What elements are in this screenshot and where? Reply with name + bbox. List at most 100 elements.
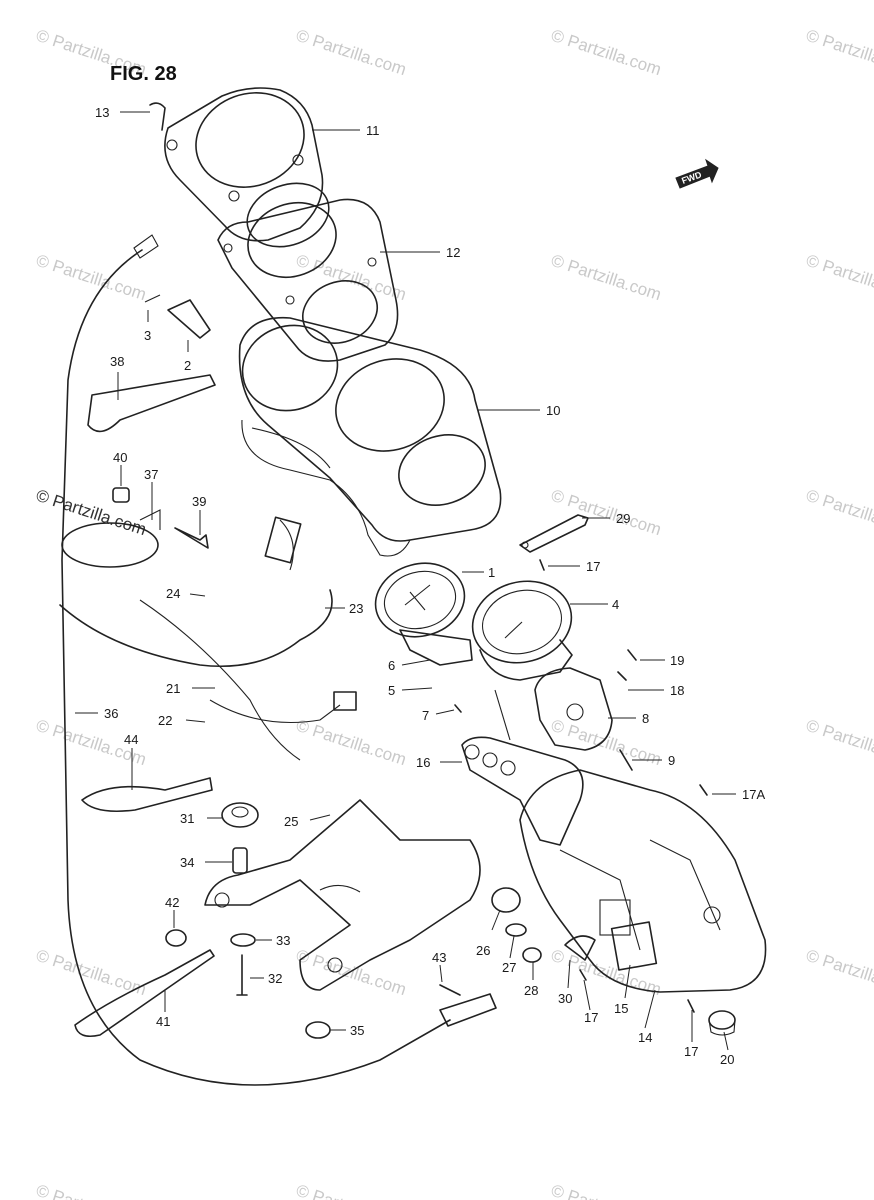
- indicator-plate: [461, 736, 584, 846]
- callout-25: 25: [284, 814, 298, 829]
- watermark: © Partzilla.com: [804, 26, 874, 79]
- callout-4: 4: [612, 597, 619, 612]
- callout-22: 22: [158, 713, 172, 728]
- watermark: © Partzilla.com: [549, 1181, 664, 1200]
- callout-31: 31: [180, 811, 194, 826]
- callout-38: 38: [110, 354, 124, 369]
- part-drawings: [59, 87, 767, 1086]
- callout-39: 39: [192, 494, 206, 509]
- callout-14: 14: [638, 1030, 652, 1045]
- callout-1: 1: [488, 565, 495, 580]
- callout-33: 33: [276, 933, 290, 948]
- callout-12: 12: [446, 245, 460, 260]
- spacer: [232, 847, 248, 874]
- screw: [149, 102, 166, 131]
- nut: [165, 929, 187, 947]
- tachometer-unit: [374, 562, 473, 666]
- screw: [454, 704, 462, 713]
- cable-fitting: [144, 294, 211, 339]
- callout-42: 42: [165, 895, 179, 910]
- callout-29: 29: [616, 511, 630, 526]
- small-bracket: [519, 514, 589, 553]
- callout-28: 28: [524, 983, 538, 998]
- watermark: © Partzilla.com: [804, 251, 874, 304]
- clamp: [564, 935, 596, 961]
- callout-17c: 17: [684, 1044, 698, 1059]
- socket-block: [610, 921, 658, 971]
- nut: [305, 1021, 331, 1039]
- watermark: © Partzilla.com: [34, 251, 149, 304]
- callout-2: 2: [184, 358, 191, 373]
- watermark: © Partzilla.com: [294, 716, 409, 769]
- callout-37: 37: [144, 467, 158, 482]
- watermark: © Partzilla.com: [294, 946, 409, 999]
- leader-lines: [75, 111, 736, 1051]
- watermark: © Partzilla.com: [804, 716, 874, 769]
- callout-11: 11: [366, 123, 380, 138]
- collar: [112, 487, 130, 503]
- screw: [687, 999, 695, 1013]
- watermark: © Partzilla.com: [34, 486, 149, 539]
- callout-41: 41: [156, 1014, 170, 1029]
- callout-17a: 17A: [742, 787, 765, 802]
- meter-plate-lower: [217, 198, 399, 362]
- callout-26: 26: [476, 943, 490, 958]
- callout-44: 44: [124, 732, 138, 747]
- callout-40: 40: [113, 450, 127, 465]
- callout-20: 20: [720, 1052, 734, 1067]
- callout-8: 8: [642, 711, 649, 726]
- meter-case: [238, 316, 502, 557]
- grommet: [221, 802, 259, 828]
- watermark: © Partzilla.com: [34, 1181, 149, 1200]
- callout-24: 24: [166, 586, 180, 601]
- speedometer-unit: [471, 580, 573, 741]
- lower-case: [519, 769, 767, 993]
- meter-cable: [61, 234, 497, 1086]
- callout-7: 7: [422, 708, 429, 723]
- callout-15: 15: [614, 1001, 628, 1016]
- screw: [619, 749, 633, 771]
- watermark: © Partzilla.com: [804, 486, 874, 539]
- screw: [439, 984, 461, 996]
- nut: [522, 947, 542, 963]
- bolt: [236, 954, 248, 996]
- callout-21: 21: [166, 681, 180, 696]
- wiring-harness: [59, 516, 357, 761]
- grommet: [491, 887, 521, 913]
- screw: [699, 784, 708, 796]
- callout-35: 35: [350, 1023, 364, 1038]
- callout-18: 18: [670, 683, 684, 698]
- screw: [174, 527, 209, 549]
- main-bracket: [204, 799, 481, 991]
- meter-plate-top: [164, 87, 330, 248]
- callout-34: 34: [180, 855, 194, 870]
- callout-labels: 13 11 12 3 2 38 10 40 37 39 29 17 1 24 2…: [95, 105, 765, 1067]
- meter-bracket: [534, 667, 613, 751]
- washer: [505, 923, 527, 937]
- callout-23: 23: [349, 601, 363, 616]
- washer: [230, 933, 256, 947]
- callout-36: 36: [104, 706, 118, 721]
- callout-6: 6: [388, 658, 395, 673]
- cap: [708, 1010, 736, 1036]
- callout-5: 5: [388, 683, 395, 698]
- screw: [579, 969, 587, 981]
- watermark: © Partzilla.com: [804, 946, 874, 999]
- watermark: © Partzilla.com: [294, 26, 409, 79]
- callout-32: 32: [268, 971, 282, 986]
- callout-17b: 17: [584, 1010, 598, 1025]
- watermark: © Partzilla.com: [549, 486, 664, 539]
- wire-clip: [81, 777, 213, 813]
- screw: [617, 671, 627, 681]
- callout-16: 16: [416, 755, 430, 770]
- callout-9: 9: [668, 753, 675, 768]
- callout-3: 3: [144, 328, 151, 343]
- callout-43: 43: [432, 950, 446, 965]
- cable-clamp: [61, 509, 161, 568]
- watermark: © Partzilla.com: [549, 26, 664, 79]
- callout-17: 17: [586, 559, 600, 574]
- watermark: © Partzilla.com: [549, 251, 664, 304]
- callout-13: 13: [95, 105, 109, 120]
- callout-10: 10: [546, 403, 560, 418]
